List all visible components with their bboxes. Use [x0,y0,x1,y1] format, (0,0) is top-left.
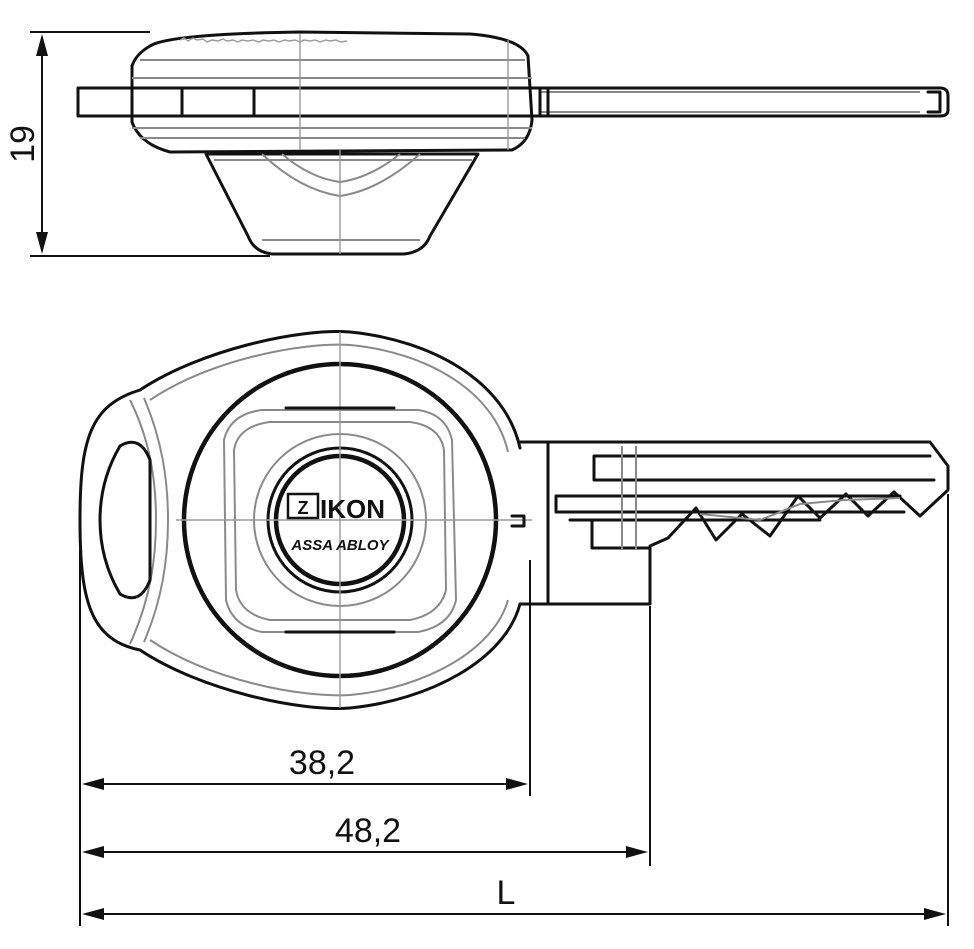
bow-hole [98,440,152,600]
brand-mark: Z [298,498,309,518]
blade-outline [546,440,950,606]
blade-groove-top [592,454,936,482]
key-front-view [78,330,950,710]
dimension-shoulder-label: 48,2 [335,812,401,850]
side-head-texture [179,37,348,43]
blade-shank [518,440,550,606]
blade-groove-mid [554,494,906,514]
side-blade-tip [926,90,942,114]
dimension-height [30,31,270,257]
side-head [130,30,534,154]
side-slot [180,86,256,118]
side-bottom-cap [204,152,480,256]
bow-outline [78,330,522,710]
key-side-view [76,30,950,256]
bow-inner-outline [149,343,509,697]
dimension-head-label: 38,2 [289,744,355,782]
dimension-length-label: L [497,874,516,912]
company-name: ASSA ABLOY [290,537,390,554]
side-head-inner [132,59,532,139]
side-blade-groove [540,91,920,113]
dimension-height-label: 19 [4,125,42,163]
brand-mark-icon [286,492,320,520]
side-blade [76,86,950,118]
brand-name: IKON [320,494,385,524]
dimension-lines [79,494,949,926]
blade-groove-low [568,518,822,550]
brand-logo: Z IKON ASSA ABLOY [286,492,391,554]
head-ring-plate [222,409,458,633]
